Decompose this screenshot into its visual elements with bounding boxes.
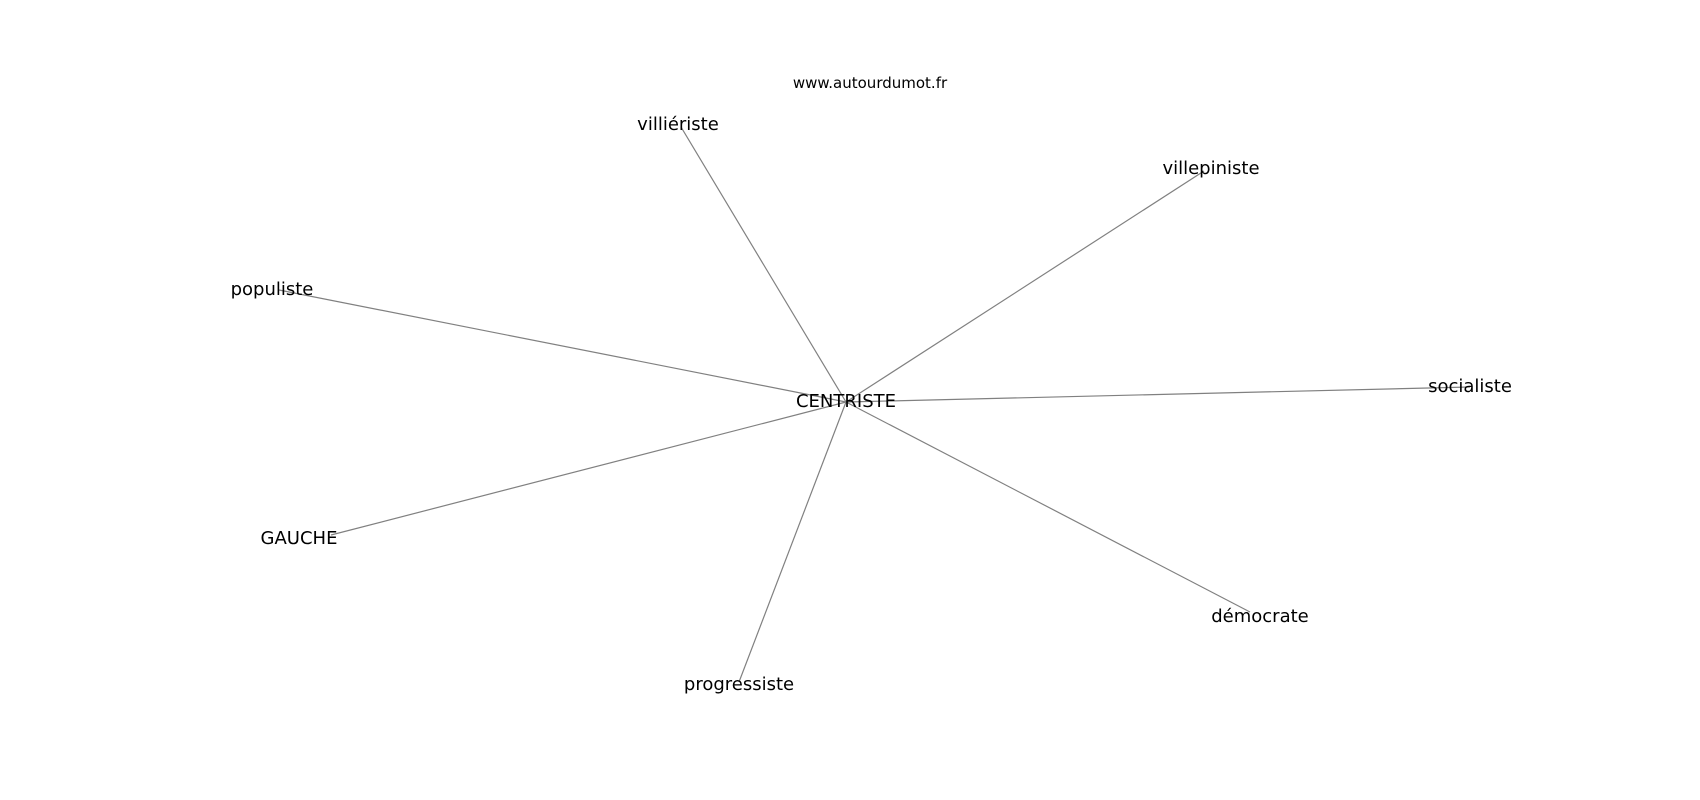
watermark-text: www.autourdumot.fr <box>793 74 948 92</box>
node-label-progressiste[interactable]: progressiste <box>684 674 794 695</box>
edge-centriste-villepiniste <box>845 170 1205 403</box>
node-label-democrate[interactable]: démocrate <box>1211 606 1309 627</box>
edge-centriste-democrate <box>845 401 1251 613</box>
node-label-gauche[interactable]: GAUCHE <box>261 528 338 549</box>
edge-centriste-populiste <box>278 289 847 403</box>
edge-centriste-socialiste <box>845 386 1471 403</box>
nodes-group: villiériste villepiniste populiste socia… <box>231 114 1512 695</box>
node-label-populiste[interactable]: populiste <box>231 279 314 300</box>
node-label-villieriste[interactable]: villiériste <box>637 114 719 135</box>
edge-centriste-progressiste <box>738 401 847 683</box>
node-label-villepiniste[interactable]: villepiniste <box>1162 158 1259 179</box>
edge-centriste-gauche <box>330 401 847 536</box>
node-label-socialiste[interactable]: socialiste <box>1428 376 1512 397</box>
edge-centriste-villieriste <box>680 126 847 403</box>
edges-group <box>278 126 1471 683</box>
center-node-label[interactable]: CENTRISTE <box>796 391 896 412</box>
